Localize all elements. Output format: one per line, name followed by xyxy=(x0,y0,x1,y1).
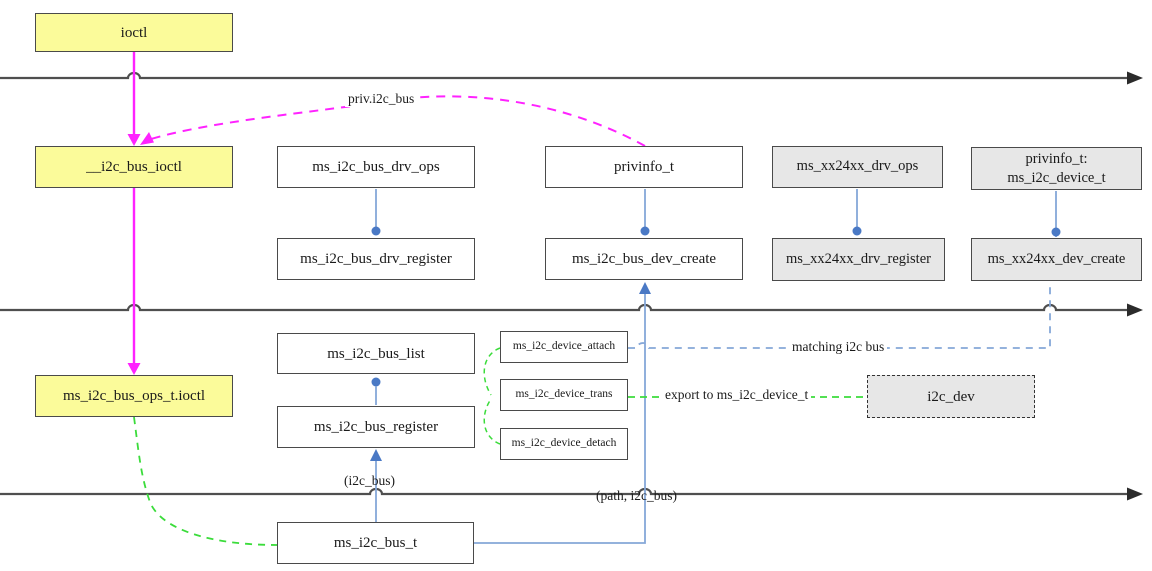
node-ms-i2c-bus-dev-create: ms_i2c_bus_dev_create xyxy=(545,238,743,280)
node-ms-i2c-bus-ops-t-ioctl: ms_i2c_bus_ops_t.ioctl xyxy=(35,375,233,417)
node-ms-xx24xx-drv-ops: ms_xx24xx_drv_ops xyxy=(772,146,943,188)
flow-arrowhead-1 xyxy=(127,134,141,146)
priv-i2c-bus-arrowhead xyxy=(140,132,154,145)
node-ms-xx24xx-drv-register: ms_xx24xx_drv_register xyxy=(772,238,945,281)
node-ms-i2c-bus-t-label: ms_i2c_bus_t xyxy=(333,535,418,551)
node-ms-i2c-bus-ops-t-ioctl-label: ms_i2c_bus_ops_t.ioctl xyxy=(62,388,206,404)
node-ms-i2c-device-attach: ms_i2c_device_attach xyxy=(500,331,628,363)
node-ms-i2c-bus-drv-register-label: ms_i2c_bus_drv_register xyxy=(300,251,452,267)
node-privinfo-t-label: privinfo_t xyxy=(614,159,674,175)
link-dot-5 xyxy=(371,377,381,387)
device-funcs-bracket-top xyxy=(483,347,501,396)
matching-i2c-bus-path xyxy=(628,283,1051,349)
node-ms-i2c-bus-drv-ops: ms_i2c_bus_drv_ops xyxy=(277,146,475,188)
edge-label-matching-i2c-bus: matching i2c bus xyxy=(789,339,888,355)
node-ms-xx24xx-drv-ops-label: ms_xx24xx_drv_ops xyxy=(796,158,919,175)
node-ms-i2c-bus-drv-register: ms_i2c_bus_drv_register xyxy=(277,238,475,280)
timeline-middle-arrowhead xyxy=(1127,303,1143,317)
node-ioctl: ioctl xyxy=(35,13,233,52)
timeline-bottom-arrowhead xyxy=(1127,487,1143,501)
flow-arrowhead-2 xyxy=(127,363,141,375)
node-ms-i2c-device-detach: ms_i2c_device_detach xyxy=(500,428,628,460)
node-i2c-dev: i2c_dev xyxy=(867,375,1035,418)
timeline-top xyxy=(0,71,1127,80)
edge-label-priv-i2c-bus: priv.i2c_bus xyxy=(345,91,418,107)
node-privinfo-t-ms-i2c-device-t: privinfo_t: ms_i2c_device_t xyxy=(971,147,1142,190)
node-ms-i2c-bus-drv-ops-label: ms_i2c_bus_drv_ops xyxy=(312,159,440,175)
node-ms-i2c-bus-list: ms_i2c_bus_list xyxy=(277,333,475,374)
edge-label-i2c-bus-arg: (i2c_bus) xyxy=(344,473,395,488)
bus-t-to-dev-create-elbow xyxy=(474,294,646,544)
privinfo-device-line2: ms_i2c_device_t xyxy=(1007,169,1106,186)
node-ms-xx24xx-dev-create: ms_xx24xx_dev_create xyxy=(971,238,1142,281)
bus-t-to-dev-create-arrowhead xyxy=(639,282,651,294)
node-privinfo-t: privinfo_t xyxy=(545,146,743,188)
timeline-middle xyxy=(0,303,1127,312)
link-dot-3 xyxy=(852,226,862,236)
timeline-bottom xyxy=(0,487,1127,496)
bus-t-to-register-arrowhead xyxy=(370,449,382,461)
privinfo-device-line1: privinfo_t: xyxy=(1025,150,1088,167)
node-i2c-bus-ioctl: __i2c_bus_ioctl xyxy=(35,146,233,188)
link-dot-2 xyxy=(640,226,650,236)
ops-ioctl-to-bus-t-curve xyxy=(133,416,278,546)
node-ms-i2c-bus-t: ms_i2c_bus_t xyxy=(277,522,474,564)
node-ms-i2c-device-trans: ms_i2c_device_trans xyxy=(500,379,628,411)
node-i2c-dev-label: i2c_dev xyxy=(927,388,975,405)
timeline-top-arrowhead xyxy=(1127,71,1143,85)
link-dot-1 xyxy=(371,226,381,236)
node-ioctl-label: ioctl xyxy=(120,24,148,41)
node-ms-i2c-bus-dev-create-label: ms_i2c_bus_dev_create xyxy=(571,251,717,267)
node-ms-i2c-device-trans-label: ms_i2c_device_trans xyxy=(515,388,613,401)
node-ms-i2c-device-attach-label: ms_i2c_device_attach xyxy=(512,340,616,353)
device-funcs-bracket-bottom xyxy=(483,398,501,445)
node-ms-xx24xx-drv-register-label: ms_xx24xx_drv_register xyxy=(786,250,931,267)
node-ms-i2c-bus-list-label: ms_i2c_bus_list xyxy=(327,345,425,362)
node-ms-i2c-bus-register: ms_i2c_bus_register xyxy=(277,406,475,448)
node-ms-i2c-device-detach-label: ms_i2c_device_detach xyxy=(511,437,617,450)
edge-label-path-i2c-bus-arg: (path, i2c_bus) xyxy=(596,488,677,503)
priv-i2c-bus-curve xyxy=(150,95,646,147)
link-dot-4 xyxy=(1051,227,1061,237)
edge-label-export-to-device: export to ms_i2c_device_t xyxy=(662,387,812,403)
node-i2c-bus-ioctl-label: __i2c_bus_ioctl xyxy=(86,159,182,175)
node-ms-i2c-bus-register-label: ms_i2c_bus_register xyxy=(313,419,439,435)
node-ms-xx24xx-dev-create-label: ms_xx24xx_dev_create xyxy=(987,250,1126,267)
